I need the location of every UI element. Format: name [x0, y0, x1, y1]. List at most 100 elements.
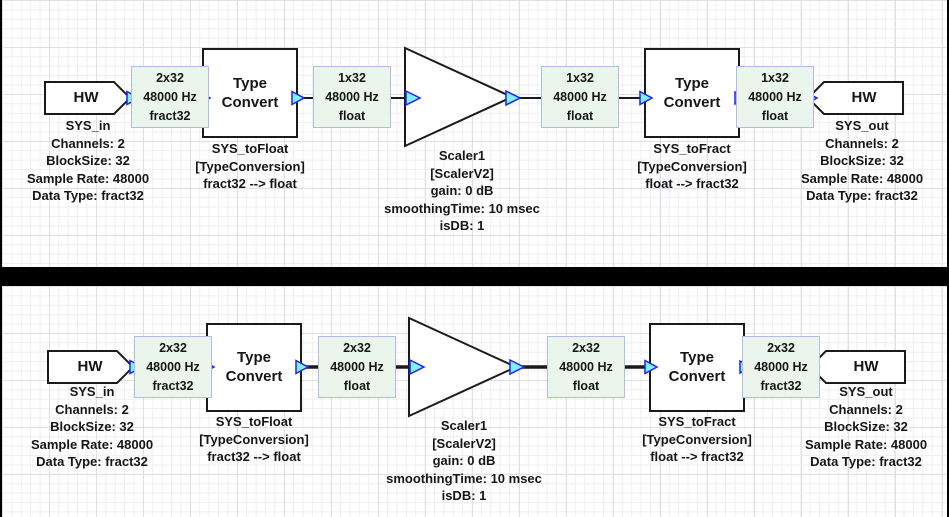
scaler-name: Scaler1 — [438, 148, 486, 163]
wire-label-1[interactable]: 2x32 48000 Hz fract32 — [131, 66, 209, 128]
hw-input-block[interactable] — [44, 81, 132, 115]
wire-label-4-rate: 48000 Hz — [754, 360, 808, 374]
wire-label-4-dims: 2x32 — [767, 341, 795, 355]
wire-label-2-rate: 48000 Hz — [330, 360, 384, 374]
wire-label-1[interactable]: 2x32 48000 Hz fract32 — [134, 336, 212, 398]
conv1-caption: SYS_toFloat [TypeConversion] fract32 -->… — [195, 140, 305, 193]
wire-label-4-type: fract32 — [760, 379, 802, 393]
type-convert-2-label-line1: Type — [675, 75, 709, 92]
hw-out-datatype: Data Type: fract32 — [810, 454, 922, 469]
scaler-input-pin-icon[interactable] — [409, 358, 426, 376]
wire-label-1-rate: 48000 Hz — [146, 360, 200, 374]
scaler-class: [ScalerV2] — [430, 165, 494, 181]
conv2-input-pin-icon[interactable] — [639, 90, 654, 106]
conv2-caption: SYS_toFract [TypeConversion] float --> f… — [637, 140, 747, 193]
scaler-caption: Scaler1 [ScalerV2] gain: 0 dB smoothingT… — [386, 417, 542, 505]
scaler-smoothing: smoothingTime: 10 msec — [384, 200, 540, 216]
type-convert-2-label[interactable]: Type Convert — [669, 348, 726, 386]
type-convert-1-label[interactable]: Type Convert — [222, 74, 279, 112]
scaler-output-pin-icon[interactable] — [509, 358, 526, 376]
conv2-name: SYS_toFract — [653, 141, 731, 156]
wire-label-4[interactable]: 1x32 48000 Hz float — [736, 66, 814, 128]
wire-label-2-dims: 2x32 — [343, 341, 371, 355]
hw-out-caption: SYS_out Channels: 2 BlockSize: 32 Sample… — [805, 383, 927, 471]
scaler-gain: gain: 0 dB — [430, 183, 494, 198]
hw-out-label[interactable]: HW — [853, 358, 879, 375]
hw-out-datatype: Data Type: fract32 — [806, 188, 918, 203]
hw-in-datatype: Data Type: fract32 — [32, 188, 144, 203]
scaler-output-pin-icon[interactable] — [505, 89, 522, 107]
scaler-isdb: isDB: 1 — [441, 488, 487, 503]
signal-canvas-bottom: HW Type Convert Type Convert HW 2x32 480… — [2, 286, 947, 517]
hw-out-channels: Channels: 2 — [825, 135, 899, 151]
conv2-conversion: float --> fract32 — [645, 176, 739, 191]
conv2-name: SYS_toFract — [658, 414, 736, 429]
hw-in-samplerate: Sample Rate: 48000 — [26, 170, 150, 186]
wire-label-1-dims: 2x32 — [159, 341, 187, 355]
scaler-block[interactable] — [404, 46, 515, 148]
wire-label-4-type: float — [761, 109, 789, 123]
scaler-isdb: isDB: 1 — [439, 218, 485, 233]
hw-in-label[interactable]: HW — [77, 358, 103, 375]
wire-label-2[interactable]: 1x32 48000 Hz float — [313, 66, 391, 128]
type-convert-1-label[interactable]: Type Convert — [226, 348, 283, 386]
hw-in-caption: SYS_in Channels: 2 BlockSize: 32 Sample … — [27, 117, 149, 205]
hw-in-blocksize: BlockSize: 32 — [50, 419, 134, 434]
wire-label-3-dims: 1x32 — [566, 71, 594, 85]
wire-label-2-type: float — [338, 109, 366, 123]
wire-label-3-rate: 48000 Hz — [559, 360, 613, 374]
hw-in-channels: Channels: 2 — [55, 401, 129, 417]
conv1-caption: SYS_toFloat [TypeConversion] fract32 -->… — [199, 413, 309, 466]
conv1-conversion: fract32 --> float — [203, 176, 297, 191]
wire-label-1-dims: 2x32 — [156, 71, 184, 85]
conv2-class: [TypeConversion] — [637, 158, 747, 174]
type-convert-1-block[interactable] — [202, 48, 298, 138]
scaler-input-pin-icon[interactable] — [405, 89, 422, 107]
hw-input-block[interactable] — [47, 350, 135, 384]
scaler-name: Scaler1 — [440, 418, 488, 433]
hw-in-datatype: Data Type: fract32 — [36, 454, 148, 469]
hw-in-channels: Channels: 2 — [51, 135, 125, 151]
conv1-name: SYS_toFloat — [211, 141, 289, 156]
hw-out-blocksize: BlockSize: 32 — [820, 153, 904, 168]
hw-in-label[interactable]: HW — [73, 89, 99, 106]
conv2-conversion: float --> fract32 — [650, 449, 744, 464]
type-convert-2-label-line2: Convert — [668, 368, 726, 385]
wire-label-3-rate: 48000 Hz — [553, 90, 607, 104]
wire-label-2-rate: 48000 Hz — [325, 90, 379, 104]
hw-out-samplerate: Sample Rate: 48000 — [800, 170, 924, 186]
hw-out-name: SYS_out — [835, 118, 889, 133]
wire-label-3-type: float — [566, 109, 594, 123]
conv1-class: [TypeConversion] — [199, 431, 309, 447]
wire-label-1-type: fract32 — [149, 109, 191, 123]
type-convert-2-label[interactable]: Type Convert — [664, 74, 721, 112]
type-convert-1-label-line1: Type — [233, 75, 267, 92]
conv2-input-pin-icon[interactable] — [644, 359, 659, 375]
hw-out-channels: Channels: 2 — [829, 401, 903, 417]
wire-label-3[interactable]: 1x32 48000 Hz float — [541, 66, 619, 128]
wire-label-2[interactable]: 2x32 48000 Hz float — [318, 336, 396, 398]
type-convert-1-label-line2: Convert — [221, 94, 279, 111]
hw-out-samplerate: Sample Rate: 48000 — [804, 436, 928, 452]
wire-label-4-rate: 48000 Hz — [748, 90, 802, 104]
hw-out-caption: SYS_out Channels: 2 BlockSize: 32 Sample… — [801, 117, 923, 205]
hw-in-name: SYS_in — [65, 118, 111, 133]
scaler-block[interactable] — [408, 316, 519, 418]
scaler-smoothing: smoothingTime: 10 msec — [386, 470, 542, 486]
conv1-output-pin-icon[interactable] — [291, 90, 306, 106]
wire-label-3[interactable]: 2x32 48000 Hz float — [547, 336, 625, 398]
wire-label-4[interactable]: 2x32 48000 Hz fract32 — [742, 336, 820, 398]
hw-in-samplerate: Sample Rate: 48000 — [30, 436, 154, 452]
type-convert-1-label-line2: Convert — [225, 368, 283, 385]
wire-label-1-type: fract32 — [152, 379, 194, 393]
conv1-output-pin-icon[interactable] — [295, 359, 310, 375]
scaler-caption: Scaler1 [ScalerV2] gain: 0 dB smoothingT… — [384, 147, 540, 235]
scaler-class: [ScalerV2] — [432, 435, 496, 451]
hw-out-blocksize: BlockSize: 32 — [824, 419, 908, 434]
type-convert-1-label-line1: Type — [237, 349, 271, 366]
signal-canvas-top: HW Type Convert Type Convert HW 2x32 480… — [2, 0, 947, 267]
wire-label-1-rate: 48000 Hz — [143, 90, 197, 104]
hw-out-label[interactable]: HW — [851, 89, 877, 106]
conv1-class: [TypeConversion] — [195, 158, 305, 174]
